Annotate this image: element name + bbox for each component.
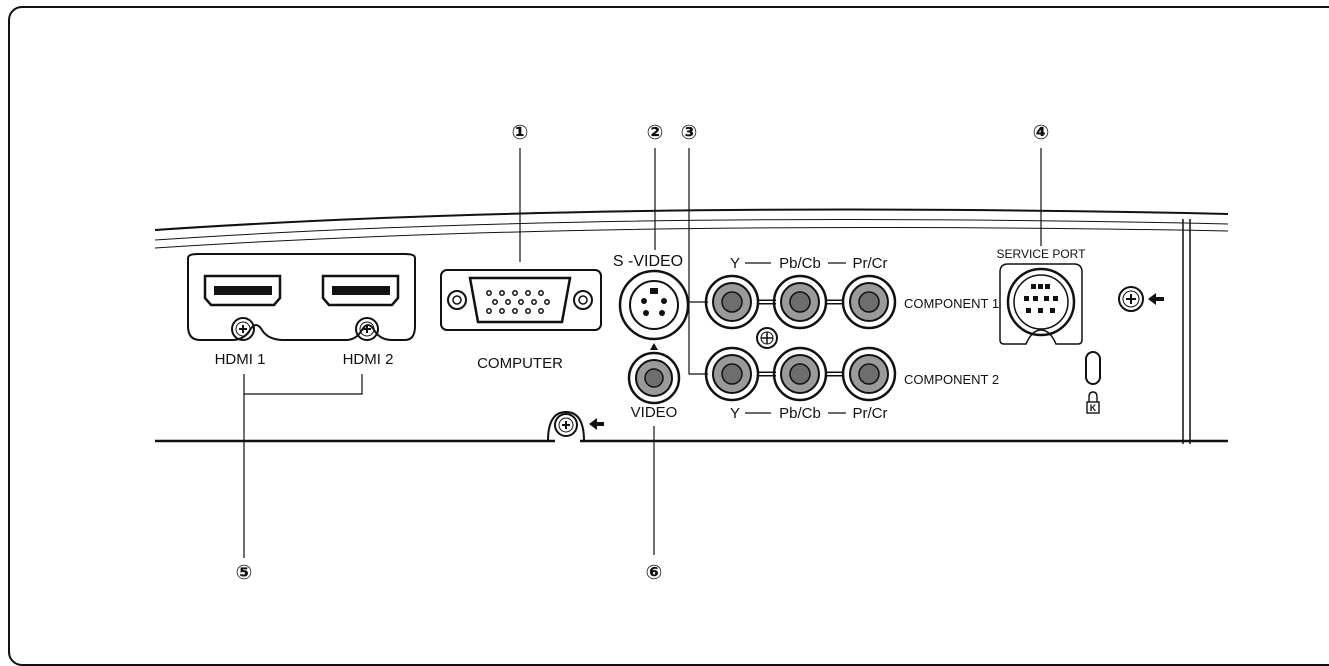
comp2-pb-label: Pb/Cb: [779, 405, 821, 422]
callout-4: ④: [1033, 120, 1050, 144]
service-port[interactable]: [999, 263, 1083, 345]
arrow-left-icon: [1148, 293, 1164, 305]
kensington-lock-icon: K: [1086, 391, 1100, 414]
leader-line-3: [688, 148, 708, 375]
component2-y-jack: [704, 346, 760, 402]
svideo-label: S -VIDEO: [613, 253, 683, 270]
computer-label: COMPUTER: [477, 355, 563, 372]
callout-6: ⑥: [646, 560, 663, 584]
video-label: VIDEO: [631, 404, 678, 421]
component1-pb-jack: [772, 274, 828, 330]
component2-label: COMPONENT 2: [904, 372, 999, 387]
screw-icon: [1118, 286, 1144, 312]
video-port[interactable]: [627, 351, 681, 405]
bracket-line: [243, 374, 363, 558]
arrow-up-icon: [650, 343, 658, 350]
screw-icon: [231, 317, 255, 341]
component1-jacks[interactable]: [704, 274, 897, 330]
component-top-labels: Y Pb/Cb Pr/Cr: [730, 255, 888, 272]
callout-5: ⑤: [236, 560, 253, 584]
service-port-label: SERVICE PORT: [997, 247, 1087, 261]
component1-label: COMPONENT 1: [904, 296, 999, 311]
svg-text:K: K: [1090, 403, 1097, 413]
component2-pb-jack: [772, 346, 828, 402]
comp2-pr-label: Pr/Cr: [853, 405, 888, 422]
component1-y-jack: [704, 274, 760, 330]
computer-port[interactable]: [440, 269, 602, 331]
screw-icon: [756, 327, 778, 349]
callout-1: ①: [512, 120, 529, 144]
screw-icon: [355, 317, 379, 341]
svideo-port[interactable]: [618, 269, 690, 341]
arrow-left-icon: [589, 418, 604, 430]
hdmi-port-1[interactable]: [203, 274, 282, 307]
component2-jacks[interactable]: [704, 346, 897, 402]
security-slot[interactable]: [1085, 351, 1101, 385]
callout-2: ②: [647, 120, 664, 144]
component-bottom-labels: Y Pb/Cb Pr/Cr: [730, 405, 888, 422]
hdmi-bay: [187, 253, 416, 341]
callout-3: ③: [681, 120, 698, 144]
comp1-y-label: Y: [730, 255, 740, 272]
screw-icon: [547, 410, 585, 442]
hdmi1-label: HDMI 1: [215, 351, 266, 368]
connector-panel-diagram: HDMI 1 HDMI 2 COMPUTER ① S -VIDEO ②: [154, 120, 1229, 584]
component1-pr-jack: [841, 274, 897, 330]
hdmi2-label: HDMI 2: [343, 351, 394, 368]
hdmi-port-2[interactable]: [321, 274, 400, 307]
comp1-pb-label: Pb/Cb: [779, 255, 821, 272]
comp1-pr-label: Pr/Cr: [853, 255, 888, 272]
panel-outline: [154, 208, 1229, 444]
comp2-y-label: Y: [730, 405, 740, 422]
component2-pr-jack: [841, 346, 897, 402]
